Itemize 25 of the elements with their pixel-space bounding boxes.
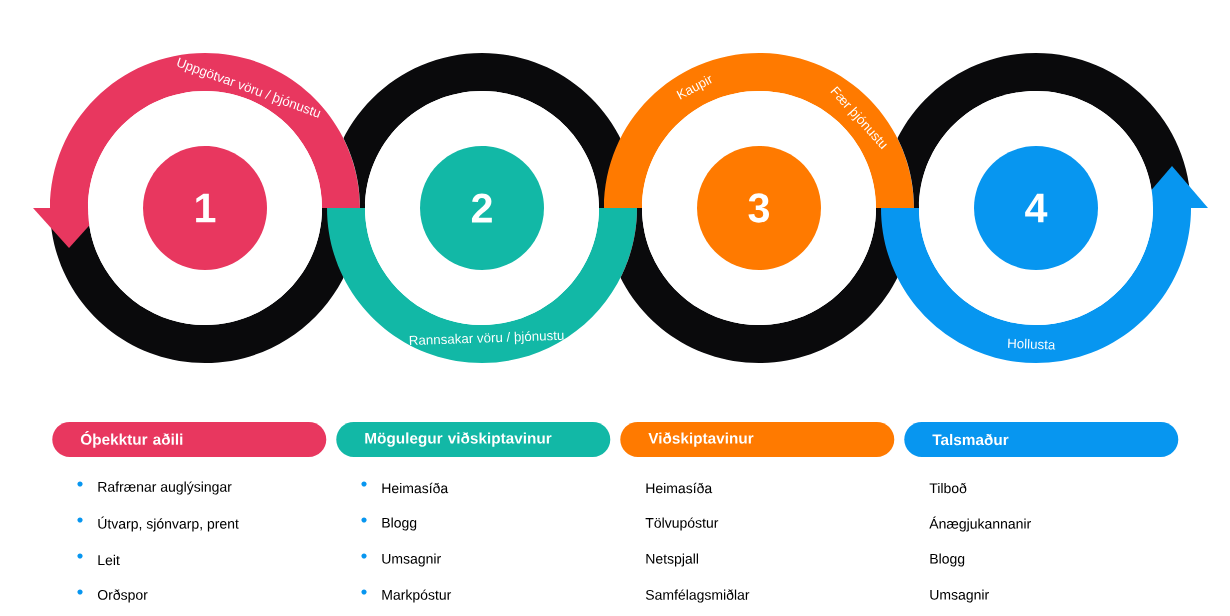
arc-label: Hollusta (1008, 338, 1056, 350)
arc-label: Rannsakar vöru / þjónustu (409, 331, 564, 346)
list-item: Heimasíða (382, 482, 449, 494)
list-item: Tölvupóstur (645, 517, 719, 531)
list-item: Orðspor (97, 589, 148, 603)
stage-header: Viðskiptavinur (620, 422, 895, 457)
node-label: 2 (471, 193, 492, 223)
list-item: Heimasíða (646, 482, 713, 494)
list-item: Rafrænar auglýsingar (98, 481, 232, 495)
stage-header: Óþekktur aðili (52, 422, 327, 457)
node-label: 1 (196, 193, 216, 223)
list-item: Blogg (930, 553, 965, 567)
list-item: Umsagnir (930, 589, 989, 603)
list-item: Tilboð (929, 482, 967, 494)
list-item: Samfélagsmiðlar (645, 589, 750, 603)
list-item: Útvarp, sjónvarp, prent (98, 516, 239, 532)
list-item: Umsagnir (382, 553, 441, 567)
stage-header: Mögulegur viðskiptavinur (336, 422, 611, 457)
list-item: Ánægjukannanir (929, 516, 1031, 532)
stage-header: Talsmaður (904, 422, 1179, 457)
list-item: Leit (98, 554, 120, 566)
node-label: 4 (1025, 193, 1048, 223)
list-item: Blogg (382, 517, 417, 531)
list-item: Markpóstur (382, 589, 452, 603)
list-item: Netspjall (646, 553, 698, 567)
